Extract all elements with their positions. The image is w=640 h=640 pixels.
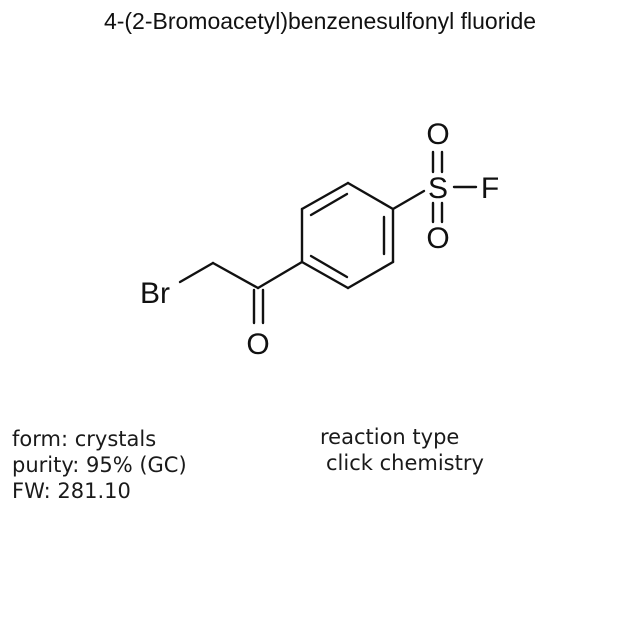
double-bond-inner: [309, 254, 349, 279]
bond: [346, 181, 395, 211]
atom-o-top: O: [426, 118, 449, 151]
bond: [178, 261, 215, 284]
bond: [300, 181, 350, 211]
reaction-block: reaction type click chemistry: [320, 424, 484, 476]
bond: [256, 260, 304, 290]
bond: [300, 260, 350, 290]
formula-weight-text: FW: 281.10: [12, 479, 131, 503]
atom-f: F: [481, 172, 499, 205]
bond: [346, 260, 395, 290]
purity-text: purity: 95% (GC): [12, 453, 187, 477]
atom-s: S: [428, 172, 448, 205]
properties-block: form: crystals purity: 95% (GC) FW: 281.…: [12, 426, 187, 504]
bond: [391, 189, 426, 211]
atom-o-bottom: O: [426, 222, 449, 255]
atom-br: Br: [140, 277, 170, 310]
reaction-type-label: reaction type: [320, 425, 460, 449]
atom-o-carbonyl: O: [246, 328, 269, 361]
compound-name: 4-(2-Bromoacetyl)benzenesulfonyl fluorid…: [103, 8, 537, 34]
form-text: form: crystals: [12, 427, 157, 451]
bond: [211, 261, 260, 290]
double-bond-inner: [309, 192, 349, 217]
reaction-type-value: click chemistry: [326, 451, 484, 475]
